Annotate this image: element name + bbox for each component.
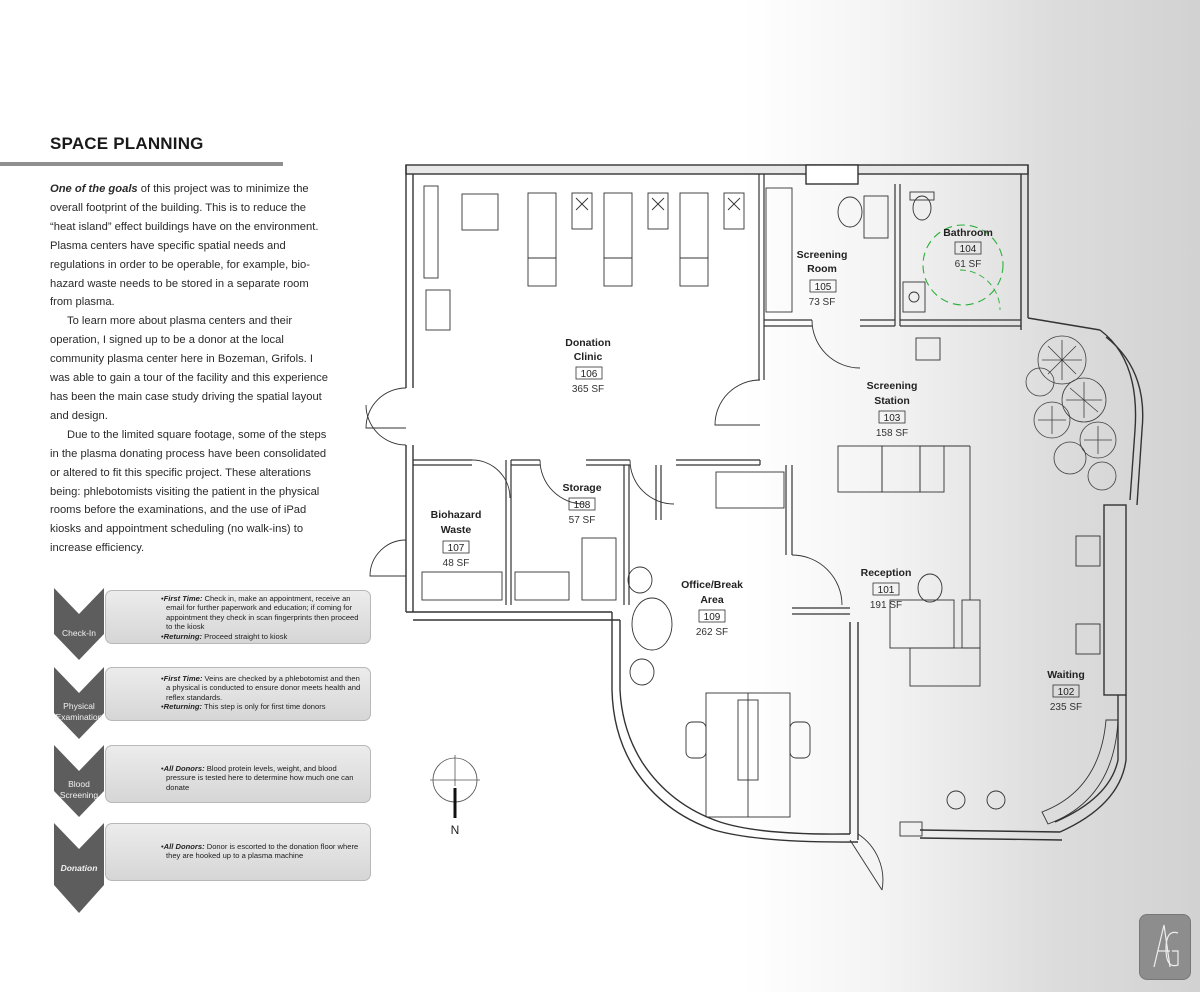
svg-text:Room: Room bbox=[807, 263, 837, 275]
process-item: •First Time: Check in, make an appointme… bbox=[161, 594, 359, 632]
process-step-label: Blood Screening bbox=[59, 779, 99, 800]
intro-text: One of the goals of this project was to … bbox=[50, 180, 332, 558]
process-step-description: •First Time: Check in, make an appointme… bbox=[105, 590, 371, 644]
svg-text:Screening: Screening bbox=[797, 249, 848, 261]
page-title: SPACE PLANNING bbox=[50, 134, 204, 153]
room-label-storage: Storage 108 57 SF bbox=[562, 482, 601, 526]
title-underline bbox=[0, 162, 283, 166]
room-label-office-break-area: Office/Break Area 109 262 SF bbox=[681, 579, 743, 638]
chevron-down-icon bbox=[54, 667, 104, 739]
office-furniture bbox=[627, 471, 811, 818]
intro-paragraph-1: One of the goals of this project was to … bbox=[50, 180, 332, 312]
exterior-walls bbox=[405, 164, 1144, 843]
planter-greenery bbox=[1025, 335, 1117, 491]
reception-furniture bbox=[837, 445, 1119, 837]
intro-paragraph-3: Due to the limited square footage, some … bbox=[50, 428, 327, 555]
process-step-description: •All Donors: Donor is escorted to the do… bbox=[105, 823, 371, 881]
svg-text:Screening: Screening bbox=[867, 380, 918, 392]
svg-text:73 SF: 73 SF bbox=[809, 297, 836, 308]
room-label-bathroom: Bathroom 104 61 SF bbox=[943, 227, 993, 270]
svg-text:104: 104 bbox=[960, 244, 977, 255]
svg-text:Waiting: Waiting bbox=[1047, 669, 1085, 681]
svg-text:61 SF: 61 SF bbox=[955, 259, 982, 270]
ag-monogram-logo bbox=[1139, 914, 1191, 980]
svg-text:105: 105 bbox=[815, 282, 832, 293]
process-item: •First Time: Veins are checked by a phle… bbox=[161, 674, 361, 702]
intro-paragraph-2: To learn more about plasma centers and t… bbox=[50, 315, 328, 422]
svg-text:Clinic: Clinic bbox=[574, 351, 603, 363]
svg-text:Office/Break: Office/Break bbox=[681, 579, 743, 591]
svg-text:103: 103 bbox=[884, 413, 901, 424]
svg-text:262 SF: 262 SF bbox=[696, 627, 728, 638]
wheelchair-turning-circle bbox=[922, 224, 1004, 306]
donation-chairs bbox=[423, 185, 745, 331]
svg-text:109: 109 bbox=[704, 612, 721, 623]
svg-text:57 SF: 57 SF bbox=[569, 515, 596, 526]
room-label-biohazard-waste: Biohazard Waste 107 48 SF bbox=[431, 509, 482, 569]
svg-text:Biohazard: Biohazard bbox=[431, 509, 482, 521]
door-swings bbox=[365, 269, 1001, 891]
north-arrow-icon bbox=[430, 755, 480, 818]
process-step-label: Check-In bbox=[61, 628, 96, 638]
intro-paragraph-1-rest: of this project was to minimize the over… bbox=[50, 183, 319, 309]
svg-text:106: 106 bbox=[581, 369, 598, 380]
svg-text:191 SF: 191 SF bbox=[870, 600, 902, 611]
process-item: •Returning: This step is only for first … bbox=[161, 702, 326, 712]
chevron-down-icon bbox=[54, 745, 104, 817]
north-label: N bbox=[451, 823, 460, 837]
process-step-description: •First Time: Veins are checked by a phle… bbox=[105, 667, 371, 721]
screening-room-furniture bbox=[765, 187, 889, 313]
svg-text:Donation: Donation bbox=[565, 337, 611, 349]
svg-text:101: 101 bbox=[878, 585, 895, 596]
chevron-down-icon bbox=[54, 588, 104, 660]
process-step-description: •All Donors: Blood protein levels, weigh… bbox=[105, 745, 371, 803]
svg-text:Bathroom: Bathroom bbox=[943, 227, 993, 239]
svg-text:108: 108 bbox=[574, 500, 591, 511]
room-label-waiting: Waiting 102 235 SF bbox=[1047, 669, 1085, 713]
chevron-down-icon bbox=[54, 823, 104, 913]
svg-text:107: 107 bbox=[448, 543, 465, 554]
svg-text:102: 102 bbox=[1058, 687, 1075, 698]
process-item: •All Donors: Blood protein levels, weigh… bbox=[161, 764, 354, 792]
room-label-reception: Reception 101 191 SF bbox=[861, 567, 912, 611]
svg-text:Station: Station bbox=[874, 395, 910, 407]
svg-text:Reception: Reception bbox=[861, 567, 912, 579]
intro-lead: One of the goals bbox=[50, 183, 138, 195]
svg-text:48 SF: 48 SF bbox=[443, 558, 470, 569]
storage-shelves bbox=[421, 537, 617, 601]
interior-walls bbox=[413, 174, 1021, 615]
bathroom-fixtures bbox=[902, 191, 941, 361]
process-step-label: Physical Examination bbox=[55, 701, 103, 722]
process-item: •Returning: Proceed straight to kiosk bbox=[161, 631, 288, 641]
process-item: •All Donors: Donor is escorted to the do… bbox=[161, 842, 359, 861]
svg-text:Waste: Waste bbox=[441, 524, 472, 536]
room-label-donation-clinic: Donation Clinic 106 365 SF bbox=[565, 337, 611, 395]
svg-text:158 SF: 158 SF bbox=[876, 428, 908, 439]
svg-text:Area: Area bbox=[700, 594, 724, 606]
room-label-screening-station: Screening Station 103 158 SF bbox=[867, 380, 918, 439]
svg-text:235 SF: 235 SF bbox=[1050, 702, 1082, 713]
process-step-label: Donation bbox=[60, 863, 98, 873]
svg-text:365 SF: 365 SF bbox=[572, 384, 604, 395]
room-label-screening-room: Screening Room 105 73 SF bbox=[797, 249, 848, 308]
ag-logo-icon bbox=[1153, 924, 1179, 968]
svg-text:Storage: Storage bbox=[562, 482, 601, 494]
